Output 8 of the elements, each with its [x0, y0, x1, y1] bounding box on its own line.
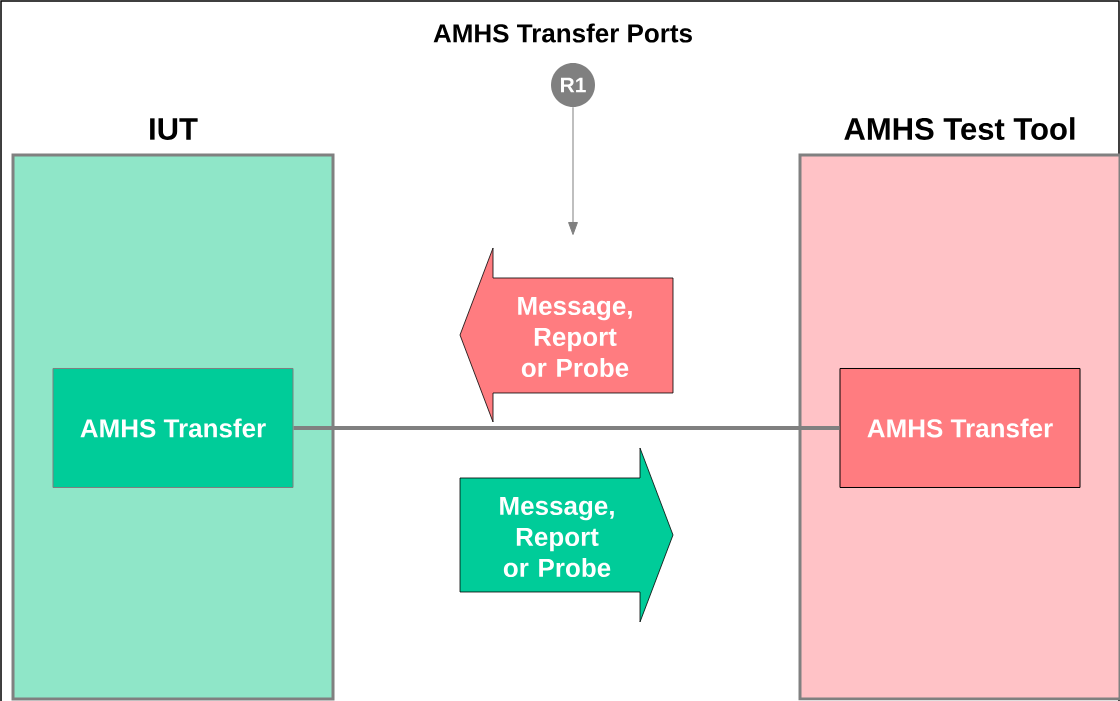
port-badge: R1: [551, 63, 595, 107]
process-box: AMHS Transfer: [52, 368, 294, 488]
connector-line: [293, 426, 840, 430]
arrow: [568, 106, 578, 235]
port-caption: AMHS Transfer Ports: [433, 23, 692, 43]
node-label: AMHS Test Tool: [844, 117, 1075, 140]
node-label: IUT: [150, 118, 198, 140]
process-box: AMHS Transfer: [839, 368, 1081, 488]
